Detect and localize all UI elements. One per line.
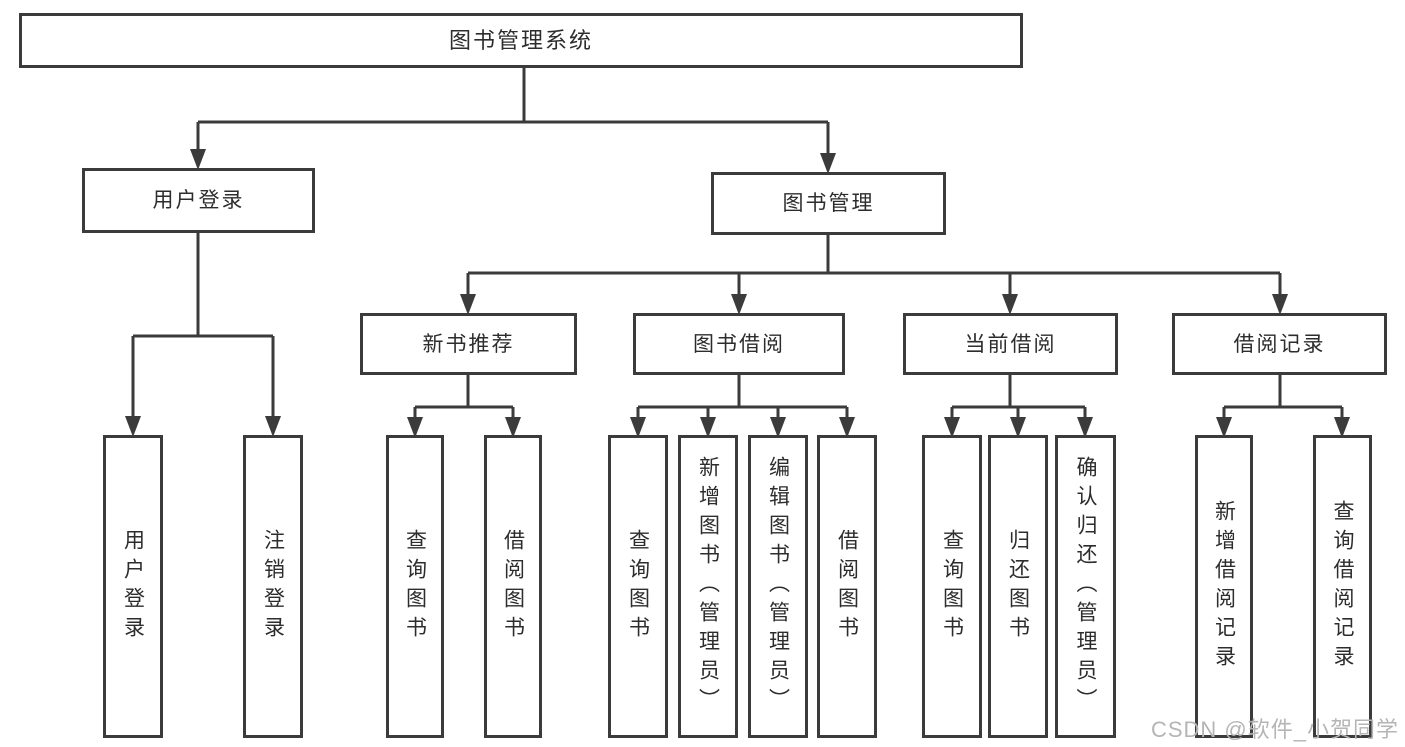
leaf-query-books-recommend: 查询图书	[386, 435, 444, 738]
node-label: 用户登录	[152, 189, 245, 212]
leaf-confirm-return-admin: 确认归还（管理员）	[1055, 435, 1116, 738]
connector-book-borrow-to-leaves	[630, 375, 855, 438]
leaf-add-books-admin: 新增图书（管理员）	[678, 435, 738, 738]
node-label: 当前借阅	[964, 332, 1057, 356]
node-label: 编辑图书（管理员）	[766, 456, 790, 717]
node-root-library-system: 图书管理系统	[19, 13, 1023, 68]
leaf-edit-books-admin: 编辑图书（管理员）	[748, 435, 808, 738]
node-borrow-records: 借阅记录	[1172, 313, 1387, 375]
node-label: 新增借阅记录	[1212, 499, 1236, 674]
leaf-query-books-borrow: 查询图书	[608, 435, 668, 738]
leaf-return-books: 归还图书	[988, 435, 1048, 738]
leaf-user-login: 用户登录	[103, 435, 163, 738]
connector-book-management-to-level3	[460, 235, 1288, 315]
node-label: 新增图书（管理员）	[696, 456, 720, 717]
node-label: 查询借阅记录	[1331, 499, 1354, 674]
node-current-borrow: 当前借阅	[903, 313, 1118, 375]
node-label: 确认归还（管理员）	[1074, 456, 1097, 717]
node-label: 图书管理系统	[448, 27, 593, 53]
node-book-management: 图书管理	[711, 172, 946, 235]
node-label: 借阅图书	[501, 528, 525, 645]
connector-current-borrow-to-leaves	[944, 375, 1093, 438]
connector-new-book-recommend-to-leaves	[407, 375, 521, 438]
node-label: 图书管理	[782, 192, 875, 215]
node-user-login: 用户登录	[82, 168, 315, 233]
node-label: 图书借阅	[693, 332, 785, 356]
node-label: 查询图书	[626, 528, 650, 645]
leaf-add-borrow-record: 新增借阅记录	[1195, 435, 1253, 738]
leaf-borrow-books-recommend: 借阅图书	[484, 435, 542, 738]
node-label: 借阅记录	[1233, 332, 1326, 356]
node-label: 查询图书	[940, 528, 964, 645]
node-new-book-recommend: 新书推荐	[360, 313, 577, 375]
node-label: 用户登录	[121, 528, 145, 645]
connector-borrow-records-to-leaves	[1216, 375, 1350, 438]
node-label: 注销登录	[261, 528, 285, 645]
node-label: 查询图书	[403, 528, 427, 645]
node-label: 新书推荐	[422, 332, 515, 356]
leaf-query-borrow-record: 查询借阅记录	[1313, 435, 1372, 738]
leaf-query-books-current: 查询图书	[922, 435, 982, 738]
node-label: 借阅图书	[835, 528, 859, 645]
node-book-borrow: 图书借阅	[633, 313, 845, 375]
leaf-logout: 注销登录	[243, 435, 303, 738]
connector-user-login-to-leaves	[125, 233, 281, 437]
connector-root-to-level2	[190, 68, 836, 174]
node-label: 归还图书	[1006, 528, 1030, 645]
csdn-watermark: CSDN @软件_小贺同学	[1150, 717, 1399, 742]
leaf-borrow-books: 借阅图书	[817, 435, 877, 738]
